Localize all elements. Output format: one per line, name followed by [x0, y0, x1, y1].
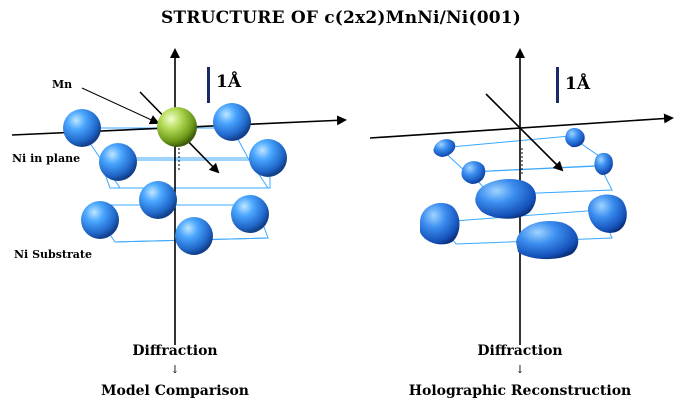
ni-atom: [213, 103, 251, 141]
reconstruction-blob: [565, 128, 585, 148]
right-reconstruction-panel: [369, 48, 674, 345]
ni-atom: [231, 195, 269, 233]
left-scale-label: 1Å: [216, 72, 242, 92]
mn-label: Mn: [52, 78, 73, 91]
mn-atom: [157, 107, 197, 147]
reconstruction-blob: [475, 178, 536, 219]
figure-title: STRUCTURE OF c(2x2)MnNi/Ni(001): [160, 8, 522, 28]
right-scale-bar: [556, 67, 559, 103]
right-down-arrow-icon: ↓: [515, 363, 525, 376]
reconstruction-blob: [420, 202, 460, 245]
right-caption-holographic-reconstruction: Holographic Reconstruction: [408, 383, 632, 399]
reconstruction-blob: [594, 152, 613, 175]
ni-atom: [81, 201, 119, 239]
right-diagonal-axis: [485, 93, 564, 172]
mn-pointer-line: [81, 87, 160, 125]
ni-in-plane-label: Ni in plane: [12, 152, 81, 165]
ni-atom: [249, 139, 287, 177]
reconstruction-blob: [433, 139, 456, 157]
ni-atom: [99, 143, 137, 181]
ni-atom: [63, 109, 101, 147]
left-down-arrow-icon: ↓: [170, 363, 180, 376]
left-model-panel: [11, 48, 347, 345]
right-caption-diffraction: Diffraction: [477, 343, 563, 359]
left-scale-bar: [207, 67, 210, 103]
ni-atom: [175, 217, 213, 255]
reconstruction-blob: [461, 161, 486, 184]
reconstruction-blob: [516, 220, 579, 260]
right-scale-label: 1Å: [565, 74, 591, 94]
left-caption-model-comparison: Model Comparison: [101, 383, 249, 399]
left-caption-diffraction: Diffraction: [132, 343, 218, 359]
ni-atom: [139, 181, 177, 219]
left-middle-plane-grid: [99, 159, 271, 189]
ni-substrate-label: Ni Substrate: [14, 248, 92, 261]
reconstruction-blob: [588, 194, 627, 233]
